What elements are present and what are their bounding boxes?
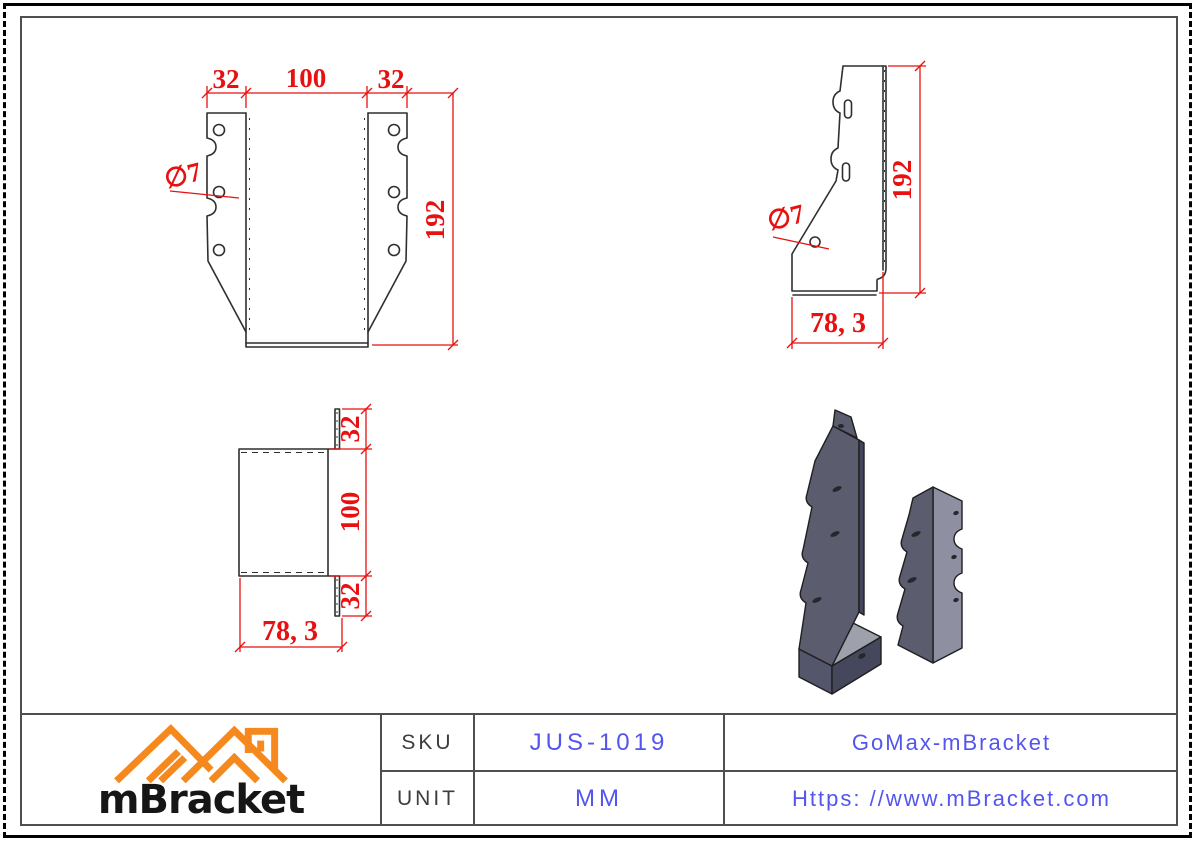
front-left-flange-outline — [206, 112, 247, 333]
sku-label-cell: SKU — [401, 730, 454, 754]
logo-wordmark: mBracket — [97, 776, 305, 823]
front-right-flange-outline — [367, 112, 408, 333]
front-dim-ticks — [201, 87, 459, 351]
title-block: mBracket SKU JUS-1019 GoMax-mBracket UNI… — [20, 713, 1178, 826]
top-view: 32 100 32 78, 3 — [234, 403, 372, 653]
front-dim-height: 192 — [420, 200, 450, 241]
iso-front-lip-right — [831, 636, 882, 695]
front-hole — [387, 123, 401, 137]
iso-slot — [907, 577, 917, 583]
top-extension-lines — [239, 408, 372, 652]
side-dim-height: 192 — [887, 160, 917, 201]
sku-value-cell: JUS-1019 — [529, 728, 669, 756]
side-hole-leader — [772, 236, 830, 250]
inner-frame-border — [20, 16, 1178, 826]
side-view: 192 78, 3 ∅7 — [764, 60, 926, 349]
outer-frame-border — [3, 3, 1192, 838]
front-hole — [212, 185, 226, 199]
iso-3d-view — [798, 409, 963, 695]
front-hole-callout: ∅7 — [161, 156, 204, 194]
side-extension-lines — [791, 65, 926, 349]
unit-label-cell: UNIT — [397, 787, 458, 810]
iso-left-plate — [798, 425, 860, 667]
side-slot — [841, 162, 851, 182]
top-dim-width: 78, 3 — [262, 616, 318, 647]
side-slot — [843, 99, 853, 119]
front-stitch-marks — [249, 118, 365, 338]
iso-side-hole — [951, 554, 957, 560]
top-dim-opening: 100 — [335, 492, 365, 533]
title-block-hline — [380, 770, 1178, 772]
front-seat-edge — [245, 342, 369, 348]
front-fold-lines — [245, 112, 369, 344]
side-hole-callout: ∅7 — [764, 198, 807, 236]
front-view: 32 100 32 192 ∅7 — [161, 63, 459, 351]
top-stitch-marks — [241, 452, 326, 573]
front-hole — [387, 243, 401, 257]
front-hole — [212, 123, 226, 137]
logo: mBracket — [20, 715, 382, 826]
side-hole — [809, 236, 821, 248]
brand-cell: GoMax-mBracket — [851, 729, 1052, 755]
top-dim-top-flange: 32 — [335, 416, 365, 443]
logo-roof-icon — [114, 723, 288, 783]
front-hole — [212, 243, 226, 257]
iso-tab-hole — [838, 424, 844, 428]
front-dim-right-flange: 32 — [378, 64, 405, 94]
unit-value-cell: MM — [575, 785, 623, 812]
front-dim-opening: 100 — [286, 63, 327, 93]
iso-slot — [812, 597, 822, 603]
side-outline — [791, 65, 887, 296]
side-dim-width: 78, 3 — [810, 308, 866, 339]
iso-right-plate-inner — [896, 486, 934, 664]
iso-slot — [911, 531, 921, 537]
website-cell: Https: //www.mBracket.com — [792, 786, 1111, 811]
iso-lip-hole — [858, 653, 866, 659]
iso-side-hole — [953, 597, 959, 603]
top-dim-ticks — [234, 403, 372, 653]
iso-side-hole — [953, 510, 959, 516]
iso-slot — [830, 531, 840, 537]
iso-top-tab — [832, 409, 858, 439]
top-outline — [238, 408, 341, 617]
front-dim-left-flange: 32 — [213, 64, 240, 94]
front-extension-lines — [206, 86, 458, 346]
iso-slot — [832, 486, 842, 492]
iso-right-plate-outer — [932, 486, 963, 664]
iso-left-plate-edge — [858, 439, 865, 616]
top-dim-bottom-flange: 32 — [335, 583, 365, 610]
front-hole-leader — [169, 190, 240, 199]
side-dim-ticks — [786, 60, 926, 349]
front-hole — [387, 185, 401, 199]
